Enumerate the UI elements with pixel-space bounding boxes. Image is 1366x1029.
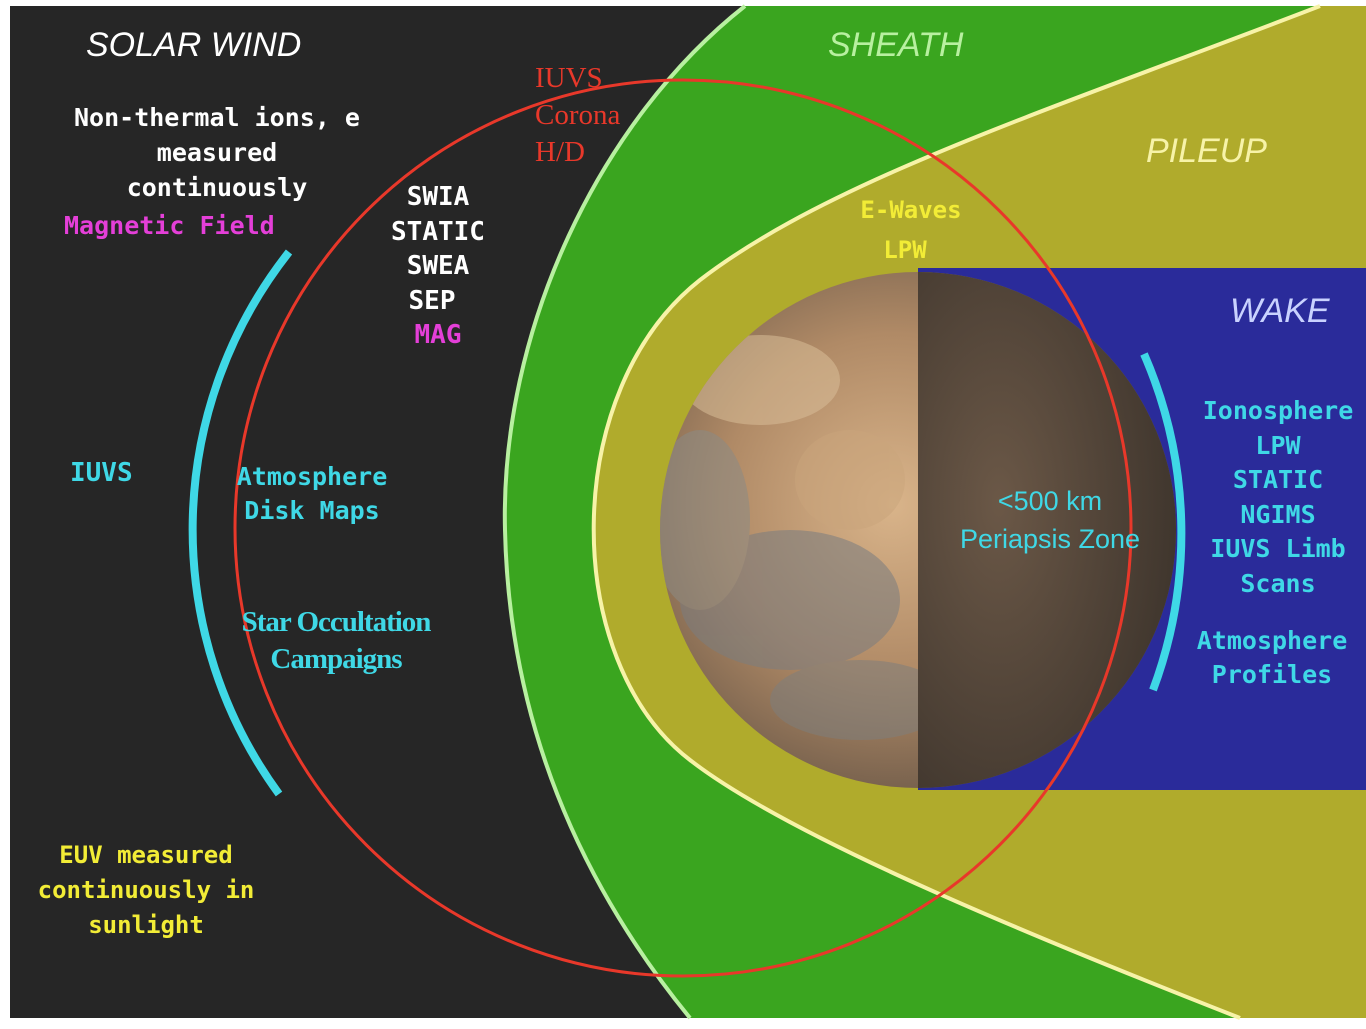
wake-ionosphere: Ionosphere [1202, 396, 1354, 425]
iuvs-disk-arc [188, 249, 293, 797]
non-thermal-ions-note: Non-thermal ions, e measured continuousl… [74, 103, 360, 202]
iuvs-corona-hd: IUVS Corona H/D [535, 62, 621, 168]
star-occultation-campaigns: Star Occultation Campaigns [241, 606, 432, 675]
instrument-static-wake: STATIC [1232, 465, 1324, 494]
atmosphere-profiles: Atmosphere Profiles [1196, 626, 1348, 689]
orbit-path [233, 78, 1133, 978]
iuvs-left-label: IUVS [70, 458, 133, 488]
iuvs-limb: IUVS Limb [1210, 534, 1346, 563]
pileup-title: PILEUP [1146, 132, 1267, 170]
instrument-lpw-pileup: LPW [883, 236, 927, 264]
iuvs-limb-arc [1140, 352, 1186, 692]
instrument-swia: SWIA [406, 182, 470, 212]
instrument-ngims: NGIMS [1240, 499, 1316, 529]
pileup-instruments: E-Waves LPW [836, 190, 986, 270]
pileup-boundary-line [591, 4, 1321, 1020]
instrument-e-waves: E-Waves [860, 196, 962, 224]
atmosphere-disk-maps: Atmosphere Disk Maps [236, 462, 388, 525]
wake-title: WAKE [1230, 292, 1330, 330]
instrument-static: STATIC [391, 216, 485, 247]
magnetic-field-label: Magnetic Field [64, 211, 275, 240]
solar-wind-instruments: SWIA STATIC SWEA SEP MAG [376, 180, 500, 353]
instrument-swea: SWEA [406, 251, 470, 281]
wake-instruments: Ionosphere LPW STATIC NGIMS IUVS Limb Sc… [1190, 394, 1366, 601]
scans: Scans [1240, 568, 1316, 598]
solar-wind-title: SOLAR WIND [86, 26, 302, 64]
bow-shock-line [502, 4, 747, 1020]
instrument-mag: MAG [414, 320, 462, 350]
euv-note: EUV measured continuously in sunlight [37, 841, 255, 939]
instrument-lpw-wake: LPW [1255, 430, 1301, 460]
sheath-title: SHEATH [828, 26, 964, 64]
instrument-sep: SEP [408, 285, 456, 316]
periapsis-zone-label: <500 km Periapsis Zone [959, 486, 1141, 554]
